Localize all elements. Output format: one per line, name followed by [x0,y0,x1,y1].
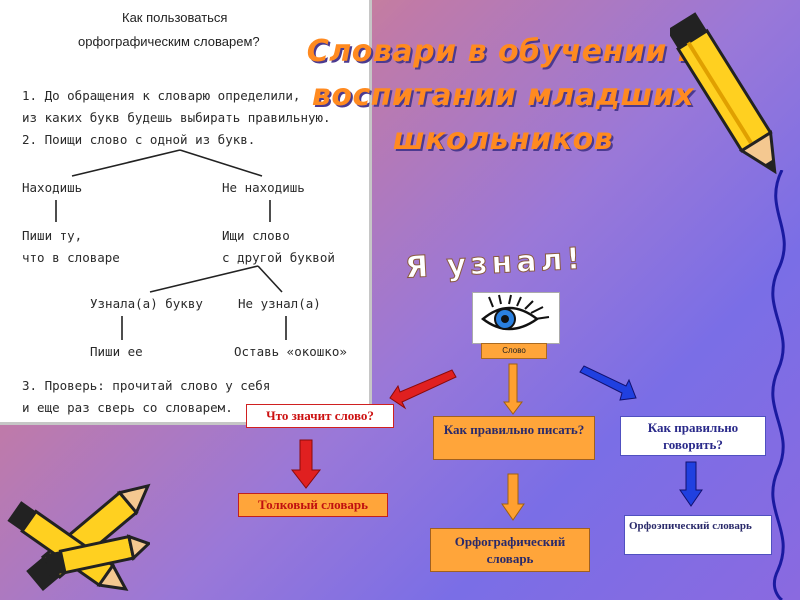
not-learned-label: Не узнал(а) [238,296,321,311]
panel-heading-line2: орфографическим словарем? [78,34,260,49]
blue-arrow-right [579,365,637,401]
search-word-line2: с другой буквой [222,250,335,265]
learned-letter-label: Узнала(а) букву [90,296,203,311]
orange-arrow-down-2 [501,473,525,521]
orange-arrow-down [503,363,523,415]
red-arrow-left [389,369,457,410]
swirl-decoration [771,170,786,600]
write-that-line1: Пиши ту, [22,228,83,243]
write-that-line2: что в словаре [22,250,120,265]
found-label: Находишь [22,180,83,195]
eye-icon [481,294,550,331]
eye-image-box [472,292,560,344]
how-speak-question-box: Как правильно говорить? [620,416,766,456]
blue-arrow-down [679,461,703,507]
step1-line2: из каких букв будешь выбирать правильную… [22,110,331,125]
search-word-line1: Ищи слово [222,228,290,243]
title-line1: Словари в обучении и [306,34,700,69]
step3-line2: и еще раз сверь со словарем. [22,400,233,415]
title-line3: школьников [392,122,614,157]
red-arrow-down [290,439,322,489]
not-found-label: Не находишь [222,180,305,195]
orthographic-dictionary-box: Орфографический словарь [430,528,590,572]
panel-heading-line1: Как пользоваться [122,10,228,25]
pencil-icon [670,12,777,175]
orthoepic-dictionary-box: Орфоэпический словарь [624,515,772,555]
slide-title: Словари в обучении и воспитании младших … [298,30,708,162]
how-write-question-box: Как правильно писать? [433,416,595,460]
step3-line1: 3. Проверь: прочитай слово у себя [22,378,271,393]
write-it-label: Пиши ее [90,344,143,359]
leave-window-label: Оставь «окошко» [234,344,347,359]
panel-tree-lines [55,149,287,340]
title-line2: воспитании младших [311,78,695,113]
step2: 2. Поищи слово с одной из букв. [22,132,256,147]
explanatory-dictionary-box: Толковый словарь [238,493,388,517]
pencil-icon [44,534,150,576]
meaning-question-box: Что значит слово? [246,404,394,428]
step1-line1: 1. До обращения к словарю определили, [22,88,301,103]
word-label: Слово [481,343,547,359]
instruction-panel: Как пользоваться орфографическим словаре… [0,0,372,425]
